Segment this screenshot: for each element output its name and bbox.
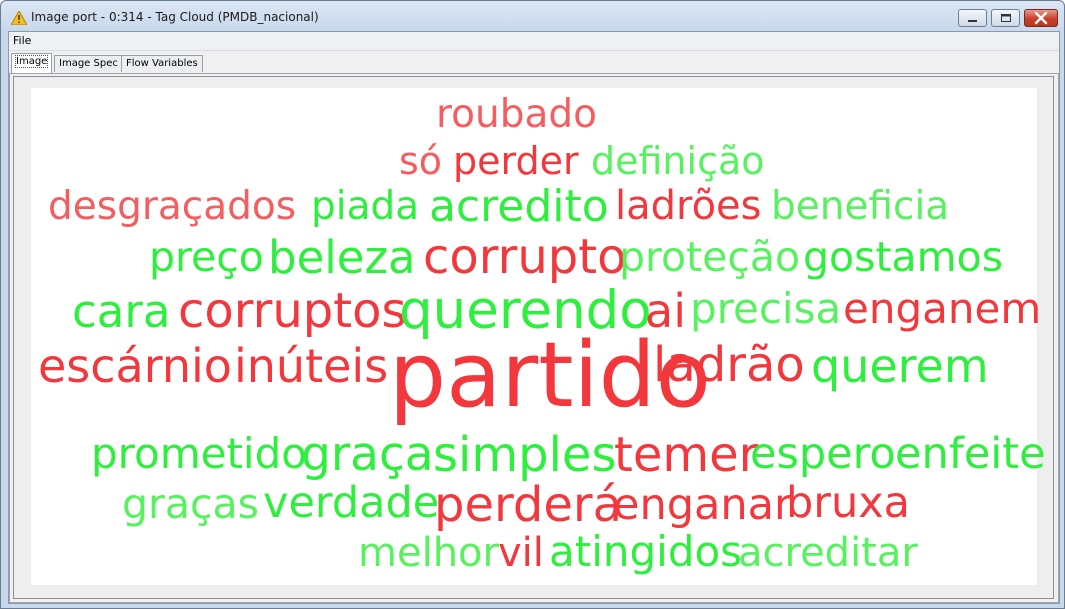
tag-word: ladrão	[653, 337, 805, 393]
tab-flow-variables-label: Flow Variables	[126, 58, 198, 69]
maximize-icon	[992, 11, 1019, 30]
tag-word: desgraçados	[48, 184, 297, 229]
tab-flow-variables[interactable]: Flow Variables	[121, 55, 203, 72]
image-viewport[interactable]: roubado só perder definição desgraçados …	[13, 76, 1054, 599]
window-title: Image port - 0:314 - Tag Cloud (PMDB_nac…	[31, 10, 319, 24]
tag-word: espero	[750, 429, 896, 479]
tag-word: vil	[498, 530, 544, 576]
title-bar[interactable]: Image port - 0:314 - Tag Cloud (PMDB_nac…	[1, 1, 1064, 31]
minimize-button[interactable]	[958, 9, 987, 27]
tag-word: graças	[122, 480, 260, 528]
minimize-icon	[959, 11, 986, 30]
menu-bar: File	[9, 32, 1059, 51]
tag-word: corrupto	[423, 229, 627, 285]
tag-word: precisa	[690, 284, 842, 333]
tab-image-spec-label: Image Spec	[59, 58, 118, 69]
tag-word: acredito	[429, 181, 609, 232]
tag-word: acreditar	[738, 530, 918, 576]
tag-word: preço	[149, 233, 264, 281]
tag-word: querendo	[399, 280, 652, 341]
tag-word: corruptos	[178, 283, 407, 339]
tag-word: prometido	[91, 429, 307, 478]
tag-word: só	[399, 139, 443, 183]
tab-image-spec[interactable]: Image Spec	[54, 55, 123, 72]
warning-triangle-icon	[10, 9, 28, 26]
tag-word: ai	[645, 284, 686, 338]
tag-word: ladrões	[615, 183, 762, 229]
tag-word: roubado	[436, 92, 598, 137]
tag-word: bruxa	[786, 478, 911, 528]
tab-strip: Image Image Spec Flow Variables	[9, 51, 1059, 73]
tag-word: atingidos	[549, 527, 743, 576]
image-panel: roubado só perder definição desgraçados …	[9, 73, 1059, 603]
tag-word: inúteis	[234, 339, 389, 393]
tag-word: enganar	[613, 480, 792, 530]
tag-word: definição	[591, 139, 765, 183]
tag-word: beneficia	[771, 184, 950, 229]
tag-word: perderá	[434, 477, 623, 533]
tag-word: querem	[811, 339, 989, 393]
tag-cloud-canvas: roubado só perder definição desgraçados …	[31, 88, 1046, 585]
close-button[interactable]	[1024, 9, 1058, 27]
tag-word: enganem	[843, 284, 1042, 333]
menu-file[interactable]: File	[13, 34, 32, 47]
tag-word: gostamos	[803, 233, 1004, 281]
tag-word: temer	[614, 427, 759, 483]
maximize-button[interactable]	[991, 9, 1020, 27]
tag-word: partido	[389, 323, 711, 428]
tag-word: piada	[311, 184, 420, 229]
tag-word: melhor	[358, 530, 499, 576]
tag-word: proteção	[619, 233, 801, 281]
tag-word: cara	[72, 285, 171, 338]
tag-word: verdade	[263, 478, 440, 528]
tag-word: escárnio	[38, 339, 232, 393]
tag-word: simples	[433, 427, 617, 483]
tab-image-label: Image	[14, 55, 49, 68]
tag-word: enfeite	[895, 429, 1046, 479]
tag-word: graça	[301, 427, 434, 482]
tag-word: perder	[453, 139, 579, 183]
window-content: File Image Image Spec Flow Variables rou…	[8, 31, 1060, 604]
tab-image[interactable]: Image	[11, 53, 53, 73]
close-icon	[1025, 11, 1057, 30]
tag-word: beleza	[268, 231, 416, 284]
